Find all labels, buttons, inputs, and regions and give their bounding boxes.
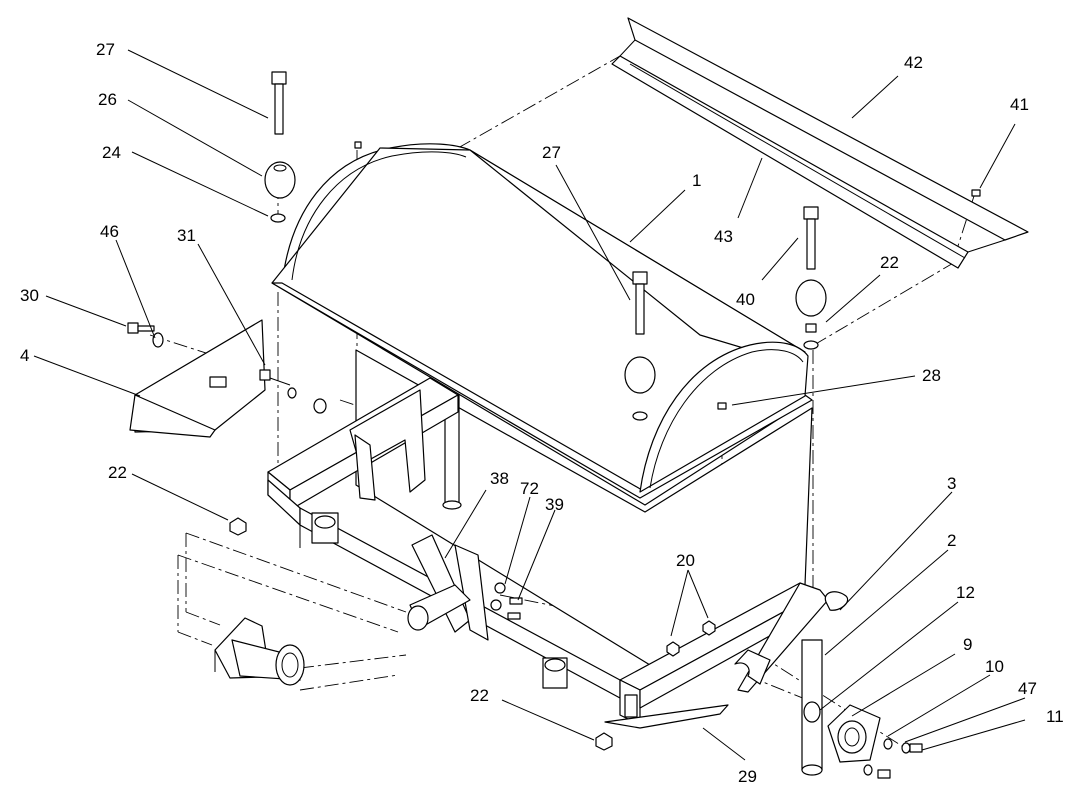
hopper — [271, 143, 813, 666]
callout-41: 41 — [1010, 95, 1029, 114]
callout-27: 27 — [96, 40, 115, 59]
callout-12: 12 — [956, 583, 975, 602]
rear-deflector — [611, 17, 1029, 269]
callout-47: 47 — [1018, 679, 1037, 698]
callout-28: 28 — [922, 366, 941, 385]
drive-shaft — [407, 534, 489, 641]
callout-38: 38 — [490, 469, 509, 488]
callout-31: 31 — [177, 226, 196, 245]
callout-30: 30 — [20, 286, 39, 305]
callout-46: 46 — [100, 222, 119, 241]
gearbox-bracket — [214, 617, 305, 686]
callout-43: 43 — [714, 227, 733, 246]
callout-3: 3 — [947, 474, 956, 493]
callout-40: 40 — [736, 290, 755, 309]
callout-39: 39 — [545, 495, 564, 514]
callout-42: 42 — [904, 53, 923, 72]
callout-9: 9 — [963, 635, 972, 654]
side-panel — [129, 319, 266, 438]
callout-72: 72 — [520, 479, 539, 498]
leader-lines — [33, 49, 1026, 761]
callout-20: 20 — [676, 551, 695, 570]
callout-11: 11 — [1046, 707, 1064, 726]
callout-26: 26 — [98, 90, 117, 109]
callout-2: 2 — [947, 531, 956, 550]
callout-22-bottom: 22 — [470, 686, 489, 705]
callout-29: 29 — [738, 767, 757, 786]
callout-4: 4 — [20, 346, 29, 365]
hardware — [127, 71, 981, 779]
callout-22: 22 — [108, 463, 127, 482]
callout-24: 24 — [102, 143, 121, 162]
callout-1: 1 — [692, 171, 701, 190]
callout-27-center: 27 — [542, 143, 561, 162]
callout-22-right: 22 — [880, 253, 899, 272]
callout-labels: 27 26 24 46 31 30 4 22 27 1 43 42 41 40 … — [20, 40, 1064, 786]
callout-10: 10 — [985, 657, 1004, 676]
